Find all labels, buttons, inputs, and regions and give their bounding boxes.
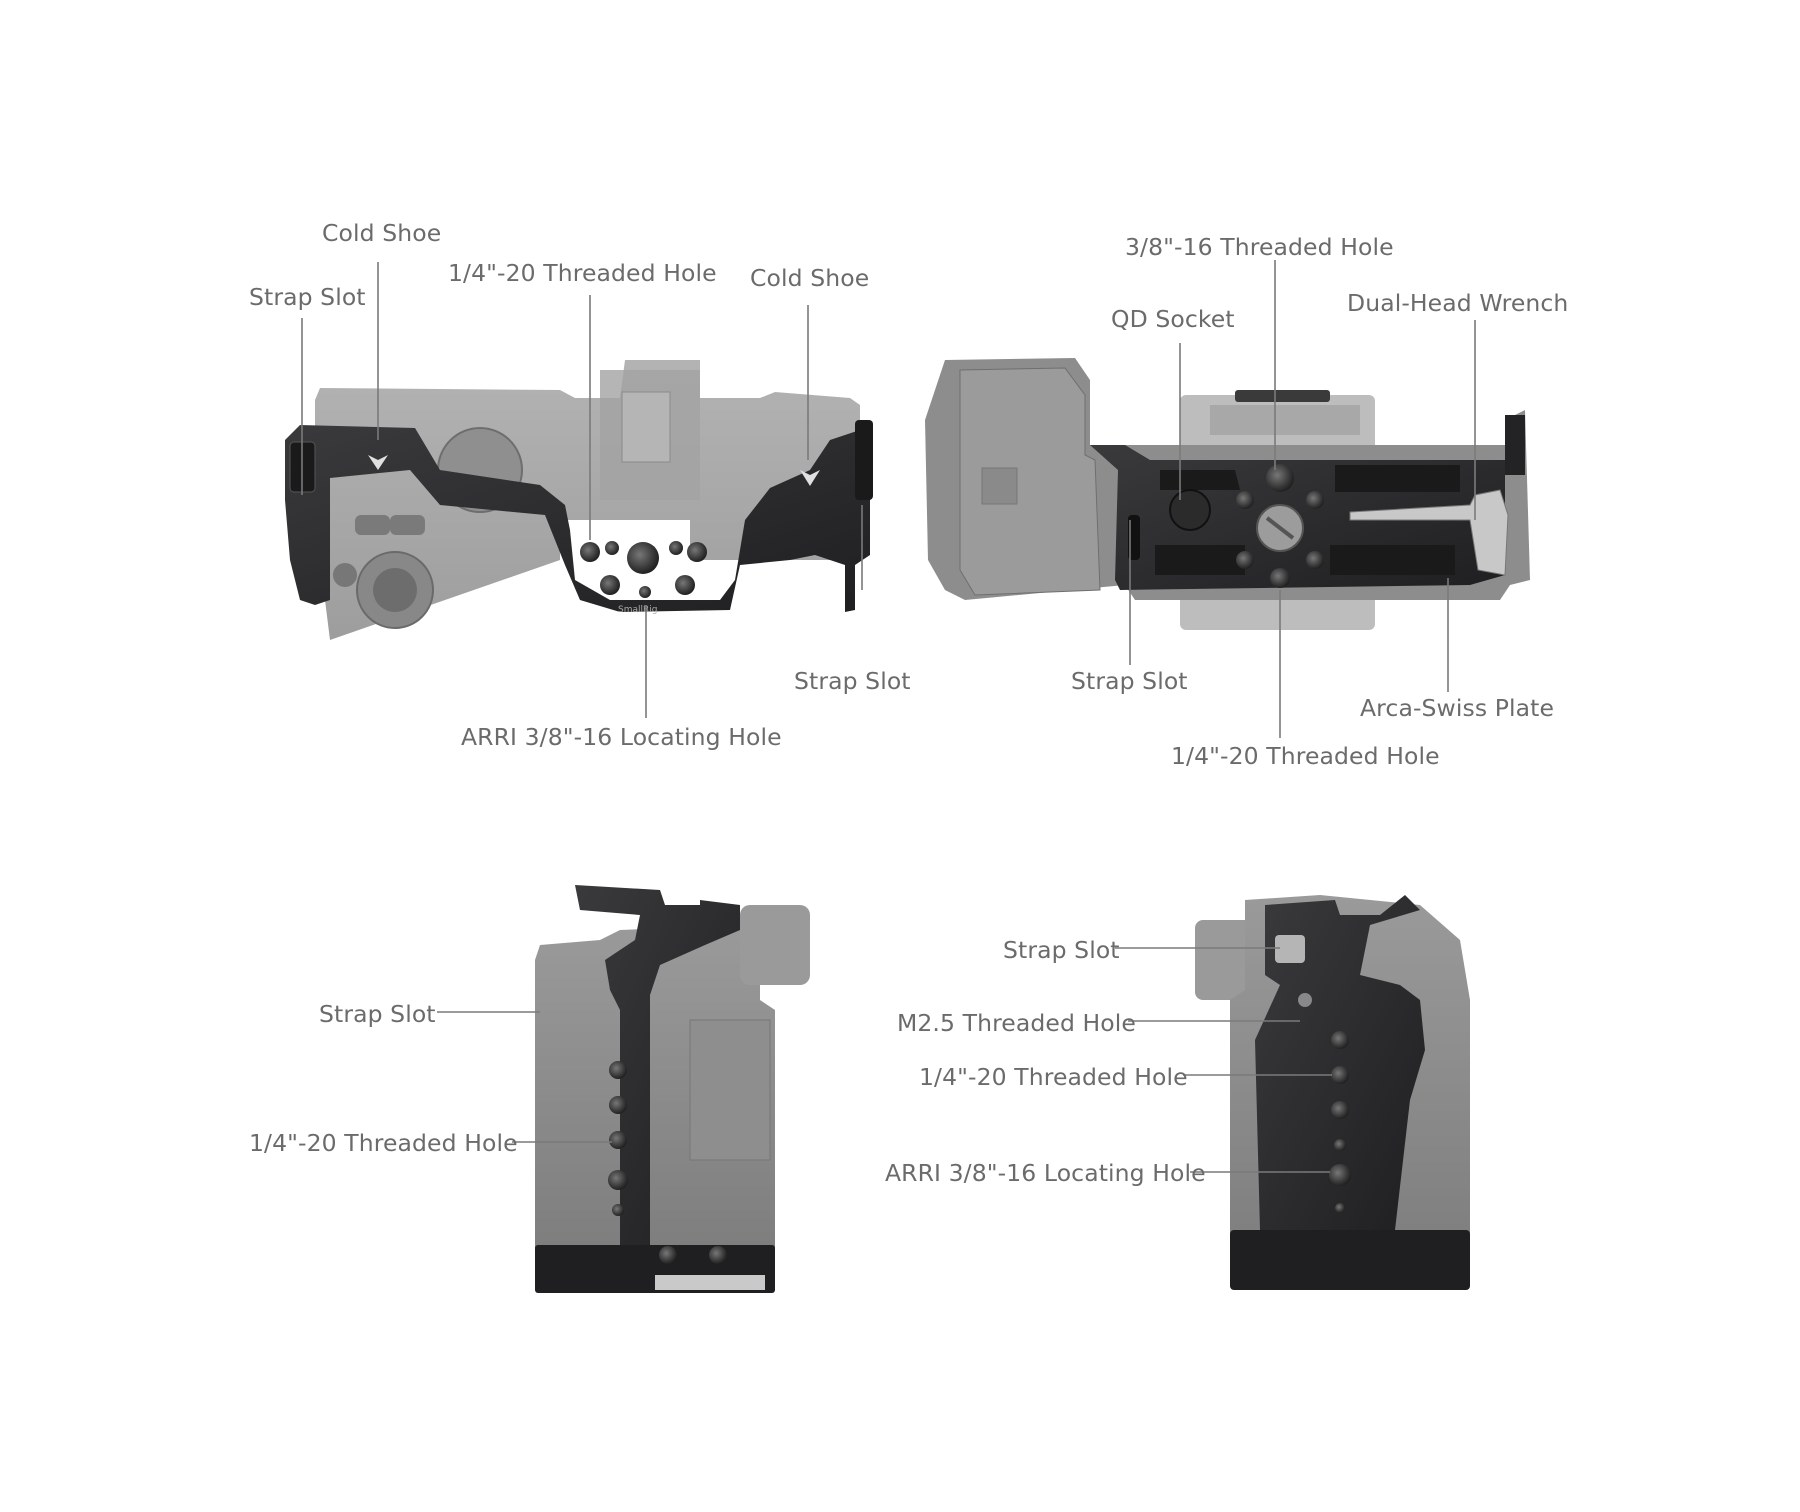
label-strap-slot-bottom-view: Strap Slot [1071,667,1188,695]
label-threaded-hole-14-side-right: 1/4"-20 Threaded Hole [919,1063,1188,1091]
label-cold-shoe-left: Cold Shoe [322,219,442,247]
brand-engraving: SmallRig [618,605,657,615]
label-arca-swiss-plate: Arca-Swiss Plate [1360,694,1555,722]
label-cold-shoe-right: Cold Shoe [750,264,870,292]
label-strap-slot-side-right: Strap Slot [1003,936,1120,964]
label-arri-locating-hole-side-right: ARRI 3/8"-16 Locating Hole [885,1159,1206,1187]
label-threaded-hole-14-side-left: 1/4"-20 Threaded Hole [249,1129,518,1157]
top-view-cage: SmallRig [285,360,873,640]
label-strap-slot-side-left: Strap Slot [319,1000,436,1028]
label-strap-slot-top-left: Strap Slot [249,283,366,311]
label-threaded-hole-top: 1/4"-20 Threaded Hole [448,259,717,287]
label-threaded-hole-38: 3/8"-16 Threaded Hole [1125,233,1394,261]
label-qd-socket: QD Socket [1111,305,1235,333]
leader-lines [301,260,1476,1173]
label-threaded-hole-14-bottom-view: 1/4"-20 Threaded Hole [1171,742,1440,770]
side-view-left [535,885,810,1293]
side-view-right [1195,895,1470,1290]
label-arri-locating-hole-top: ARRI 3/8"-16 Locating Hole [461,723,782,751]
bottom-view-cage [925,358,1530,630]
label-m25-threaded-hole: M2.5 Threaded Hole [897,1009,1136,1037]
label-dual-head-wrench: Dual-Head Wrench [1347,289,1569,317]
label-strap-slot-top-right-side: Strap Slot [794,667,911,695]
